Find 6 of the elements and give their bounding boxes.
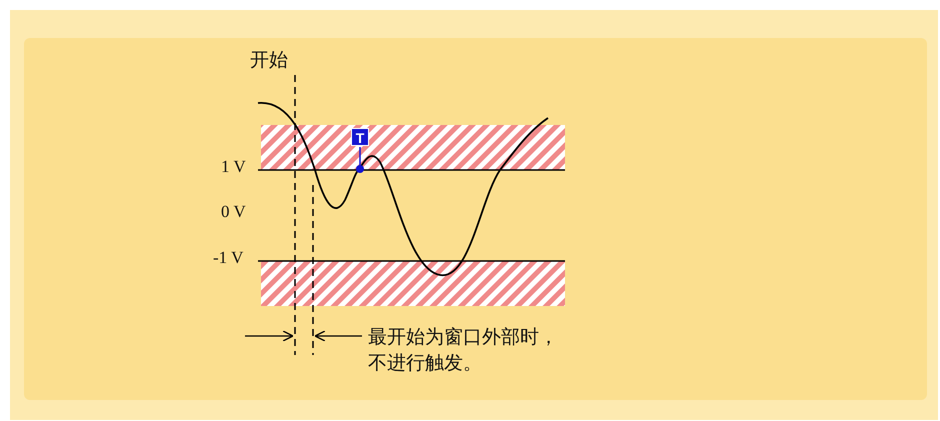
- voltage-label: -1 V: [213, 248, 244, 268]
- voltage-label: 1 V: [221, 157, 246, 178]
- trigger-marker: T: [351, 128, 369, 146]
- note-text: 最开始为窗口外部时，不进行触发。: [368, 326, 559, 376]
- voltage-label: 0 V: [221, 202, 246, 222]
- start-label: 开始: [250, 50, 288, 73]
